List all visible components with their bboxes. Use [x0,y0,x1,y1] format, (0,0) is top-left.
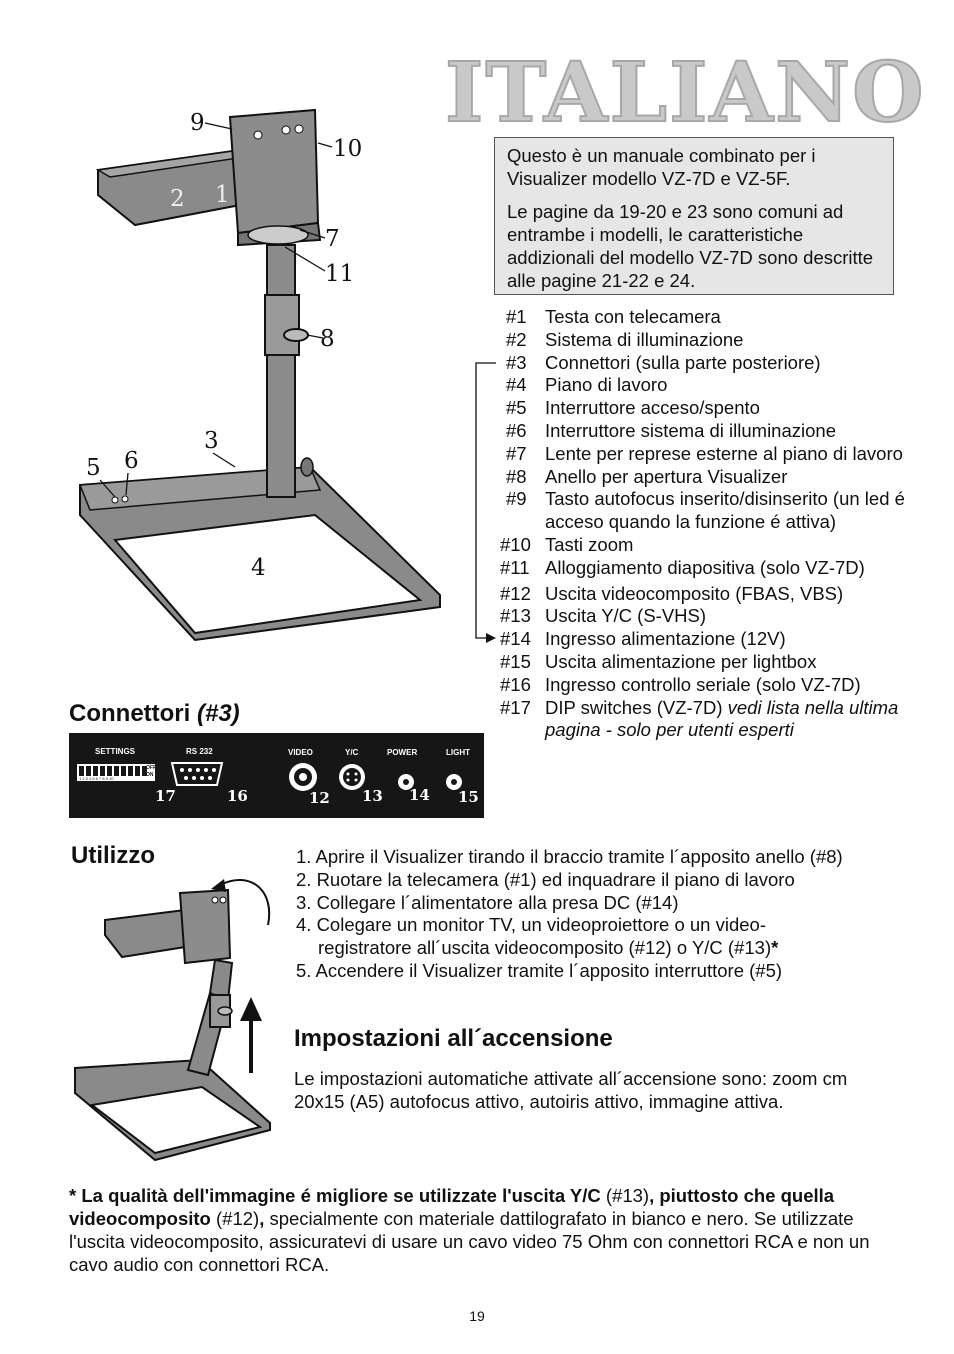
figure-label-8: 8 [320,326,335,352]
visualizer-opening-illustration [74,879,271,1162]
rs232-label: RS 232 [186,747,213,756]
connector-number-17: 17 [155,787,176,805]
impostazioni-text: Le impostazioni automatiche attivate all… [294,1068,848,1112]
figure-label-4: 4 [251,555,266,581]
connector-number-14: 14 [409,786,430,804]
figure-label-1: 1 [215,182,230,208]
intro-box: Questo è un manuale combinato per i Visu… [494,137,894,295]
list-item: 2. Ruotare la telecamera (#1) ed inquadr… [296,868,795,890]
utilizzo-steps: 1. Aprire il Visualizer tirando il bracc… [296,846,916,983]
bracket-arrow-icon [475,362,496,643]
list-item: registratore all´uscita videocomposito (… [318,937,779,959]
figure-label-7: 7 [325,226,340,252]
list-item: 1. Aprire il Visualizer tirando il bracc… [296,846,843,867]
figure-label-6: 6 [124,448,139,474]
intro-paragraph-1: Questo è un manuale combinato per i Visu… [507,145,816,189]
figure-label-2: 2 [170,186,185,212]
connector-number-13: 13 [362,787,383,805]
page-number: 19 [469,1308,485,1324]
dip-off-label: OFF [146,765,156,771]
list-item: 5. Accendere il Visualizer tramite l´app… [296,959,783,981]
quality-note: * La qualità dell'immagine é migliore se… [69,1185,870,1275]
dip-on-label: ON [146,772,154,778]
video-label: VIDEO [288,748,313,757]
connector-number-12: 12 [309,789,330,807]
figure-label-3: 3 [204,428,219,454]
light-label: LIGHT [446,748,470,757]
power-label: POWER [387,748,418,757]
figure-label-11: 11 [325,261,355,287]
figure-label-9: 9 [190,110,205,136]
connector-number-16: 16 [227,787,248,805]
figure-label-5: 5 [86,455,101,481]
yc-label: Y/C [345,748,359,757]
impostazioni-heading: Impostazioni all´accensione [294,1025,613,1052]
list-item: 4. Colegare un monitor TV, un videoproie… [296,914,766,936]
figure-label-10: 10 [333,136,363,162]
intro-paragraph-2: Le pagine da 19-20 e 23 sono comuni ad e… [507,201,874,291]
utilizzo-heading: Utilizzo [71,842,155,869]
connector-panel: SETTINGS RS 232 VIDEO Y/C POWER LIGHT OF… [69,733,484,818]
page-title: ITALIANO [444,45,926,141]
settings-label: SETTINGS [95,747,136,756]
visualizer-illustration [78,108,441,642]
connector-number-15: 15 [458,788,479,806]
dip-numbers-label: 1 2 3 4 5 6 7 8 9 10 [79,776,114,781]
connector-ports-icon [77,762,462,791]
list-item: 3. Collegare l´alimentatore alla presa D… [296,891,679,913]
connettori-heading: Connettori (#3) [69,700,240,727]
